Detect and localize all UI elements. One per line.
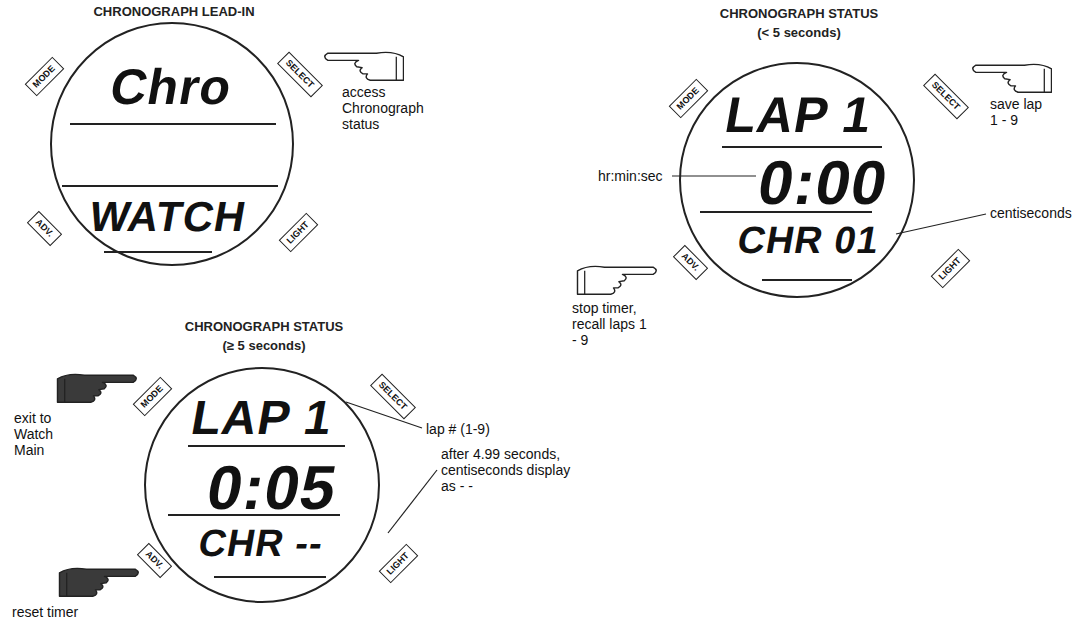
annotation: hr:min:sec xyxy=(598,168,663,184)
lcd-text: Chro xyxy=(107,62,236,112)
button-label: LIGHT xyxy=(285,219,310,244)
button-label: LIGHT xyxy=(385,550,410,575)
watch-face: CHRONOGRAPH STATUS(≥ 5 seconds)LAP 10:05… xyxy=(144,367,380,603)
lcd-text: CHR -- xyxy=(195,524,326,562)
mode-title: CHRONOGRAPH LEAD-IN xyxy=(93,5,254,18)
button-label: ADV. xyxy=(144,549,165,570)
pointing-hands xyxy=(58,52,1052,596)
lcd-text: WATCH xyxy=(87,196,250,238)
mode-title: CHRONOGRAPH STATUS xyxy=(185,320,343,333)
watch-button: SELECT xyxy=(277,51,323,97)
button-label: ADV. xyxy=(680,251,701,272)
lcd-text: CHR 01 xyxy=(735,221,883,259)
button-label: SELECT xyxy=(930,80,961,111)
button-label: SELECT xyxy=(284,58,315,89)
annotation: exit to Watch Main xyxy=(14,410,70,458)
watch-button: MODE xyxy=(668,78,708,118)
annotation: after 4.99 seconds, centiseconds display… xyxy=(441,446,583,494)
mode-title: (< 5 seconds) xyxy=(757,26,840,39)
watch-button: MODE xyxy=(24,56,64,96)
annotation: stop timer, recall laps 1 - 9 xyxy=(572,300,654,348)
button-label: MODE xyxy=(675,85,700,110)
annotation: centiseconds xyxy=(990,205,1072,221)
watch-button: ADV. xyxy=(26,210,61,245)
annotation: lap # (1-9) xyxy=(426,421,490,437)
leader-lines xyxy=(346,176,986,533)
watch-face: CHRONOGRAPH LEAD-INChroWATCH xyxy=(50,22,294,266)
lcd-text: LAP 1 xyxy=(721,90,876,140)
lcd-text: 0:00 xyxy=(754,152,893,214)
mode-title: (≥ 5 seconds) xyxy=(223,339,306,352)
watch-button: ADV. xyxy=(672,244,707,279)
watch-button: LIGHT xyxy=(930,248,970,288)
button-label: MODE xyxy=(139,383,164,408)
mode-title: CHRONOGRAPH STATUS xyxy=(720,7,878,20)
button-label: LIGHT xyxy=(937,255,962,280)
annotation: reset timer xyxy=(12,604,78,620)
lcd-text: LAP 1 xyxy=(187,394,336,442)
annotation: access Chronograph status xyxy=(342,84,430,132)
button-label: SELECT xyxy=(377,380,408,411)
watch-button: MODE xyxy=(132,376,172,416)
button-label: MODE xyxy=(31,63,56,88)
watch-face: CHRONOGRAPH STATUS(< 5 seconds)LAP 10:00… xyxy=(679,62,915,298)
lcd-text: 0:05 xyxy=(203,457,342,519)
button-label: ADV. xyxy=(34,217,55,238)
watch-button: SELECT xyxy=(923,73,969,119)
watch-button: ADV. xyxy=(136,542,171,577)
watch-button: LIGHT xyxy=(378,543,418,583)
watch-button: LIGHT xyxy=(278,212,318,252)
annotation: save lap 1 - 9 xyxy=(990,96,1048,128)
